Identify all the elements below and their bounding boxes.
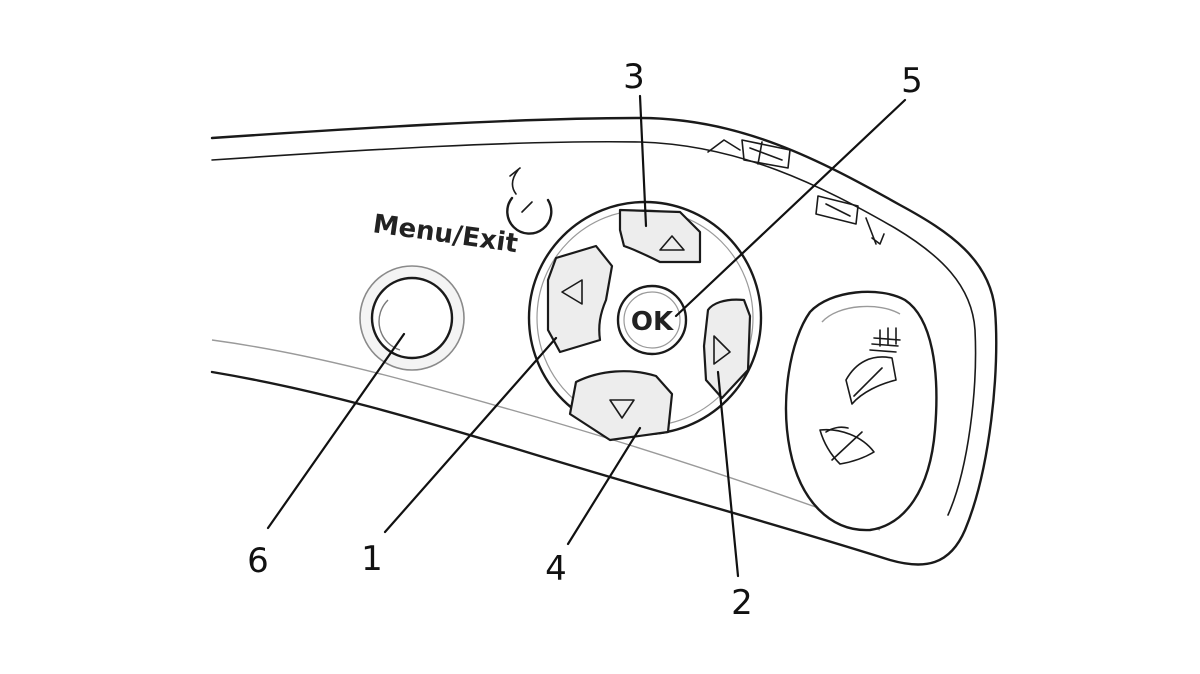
down-arrow-icon [609,399,635,419]
cruise-control-icon [506,167,553,235]
callout-6: 6 [247,541,269,581]
ok-button[interactable] [616,284,688,356]
rear-wiper-icon [707,139,791,169]
leader-line-3 [638,94,648,228]
windshield-washer-icon [845,327,901,405]
left-arrow-icon [561,279,583,305]
right-arrow-icon [713,335,731,365]
leader-line-6 [266,332,406,530]
leader-line-5 [674,98,907,318]
stalk-body [210,116,998,566]
ok-label: OK [631,307,674,337]
leader-line-2 [716,370,740,578]
callout-2: 2 [731,583,753,623]
rear-washer-icon [815,195,885,245]
callout-4: 4 [545,549,567,589]
callout-3: 3 [623,57,645,97]
right-button[interactable] [702,298,752,400]
left-button[interactable] [546,244,614,354]
callout-5: 5 [901,61,923,101]
wiper-rocker-switch[interactable] [784,290,938,532]
up-arrow-icon [659,235,685,251]
leader-line-4 [566,426,642,546]
windshield-wiper-icon [819,426,875,465]
up-button[interactable] [618,208,702,264]
menu-exit-label: Menu/Exit [371,209,520,259]
leader-lines [266,94,907,578]
leader-line-1 [383,336,558,534]
menu-exit-button[interactable] [359,265,465,371]
callout-1: 1 [361,539,383,579]
down-button[interactable] [568,370,674,442]
